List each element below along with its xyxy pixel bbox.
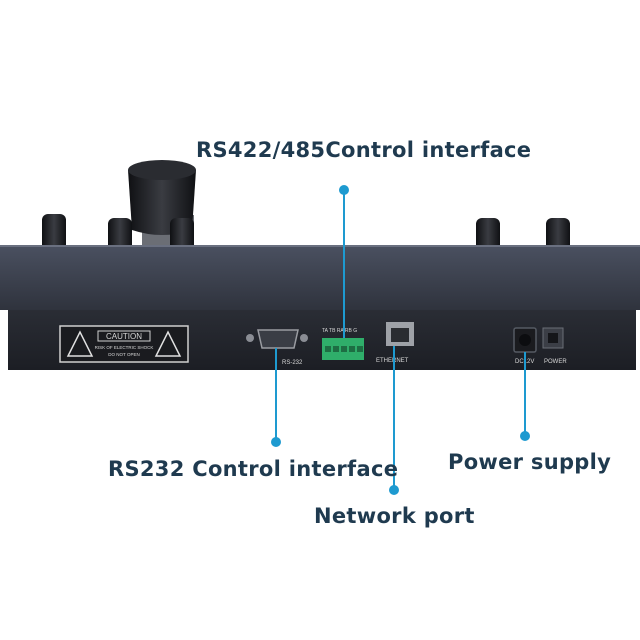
rs232-port-label: RS-232 [282,360,303,366]
network-port-label: Network port [314,504,475,528]
ethernet-port-label: ETHERNET [376,358,409,364]
rs232-label: RS232 Control interface [108,457,399,481]
ethernet-port: ETHERNET [376,322,414,364]
caution-line2: DO NOT OPEN [108,352,139,357]
power-switch: POWER [542,327,567,365]
rs485-terminal-block: TA TB RA RB G [322,328,364,360]
callout-rs232 [271,348,281,447]
caution-label: CAUTION RISK OF ELECTRIC SHOCK DO NOT OP… [59,325,189,363]
power-switch-label: POWER [544,359,567,365]
caution-line1: RISK OF ELECTRIC SHOCK [95,345,154,350]
rs422-485-label: RS422/485Control interface [196,138,532,162]
power-supply-label: Power supply [448,450,612,474]
rs232-port: RS-232 [246,329,308,366]
caution-text: CAUTION [106,332,142,341]
callout-power [520,352,530,441]
terminal-pin-labels: TA TB RA RB G [322,328,357,334]
callout-rs422 [339,185,349,338]
callout-network [389,346,399,495]
housing-top [0,246,640,310]
